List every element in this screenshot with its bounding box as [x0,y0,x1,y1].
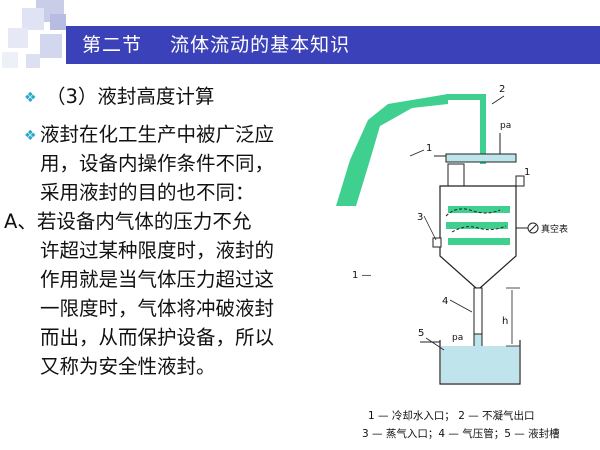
outlet-pipe-down [480,130,486,164]
exhaust-chimney [336,94,448,206]
case-a-line: 一限度时，气体将冲破液封 [40,297,275,320]
condenser-body [439,185,517,289]
label-1-dash: 1 — [352,270,372,281]
label-2: 2 [499,84,505,95]
legend-line-2: 3 — 蒸气入口；4 — 气压管；5 — 液封槽 [362,428,560,440]
label-pa-bottom: pa [452,333,463,343]
intro-line: 采用液封的目的也不同： [40,181,255,204]
legend-line-1: 1 — 冷却水入口； 2 — 不凝气出口 [368,410,535,422]
intro-line: 液封在化工生产中被广泛应 [40,123,275,146]
label-pa-top: pa [500,121,511,131]
case-a-line: 而出，从而保护设备，所以 [40,326,275,349]
liquid-seal-diagram: 2 pa 1 1 3 真空表 1 — 4 h 5 pa [336,84,568,385]
condenser-top [447,163,465,187]
seal-tank [439,340,521,385]
subheading: （3）液封高度计算 [46,85,215,108]
diamond-bullet-icon: ❖ [24,90,37,106]
case-a-line: 许超过某种限度时，液封的 [40,239,275,262]
top-seal-tank [445,153,517,163]
label-5: 5 [418,328,424,339]
case-a-line: 作用就是当气体压力超过这 [40,268,275,291]
tray [448,238,510,245]
title-bar [66,26,600,64]
case-a-line: A、若设备内气体的压力不允 [4,210,252,233]
label-3: 3 [417,212,423,223]
label-1-right: 1 [524,167,530,178]
header-decoration [2,0,66,68]
case-a-line: 又称为安全性液封。 [40,355,216,378]
tray [446,222,508,229]
label-vacuum-gauge: 真空表 [541,223,568,235]
label-h: h [502,316,508,327]
diamond-bullet-icon: ❖ [24,128,37,144]
tray [448,206,510,213]
intro-line: 用，设备内操作条件不同， [40,152,275,175]
slide-title: 第二节 流体流动的基本知识 [82,34,351,56]
label-4: 4 [442,296,448,307]
label-1: 1 [426,143,432,154]
outlet-pipe [446,94,486,130]
